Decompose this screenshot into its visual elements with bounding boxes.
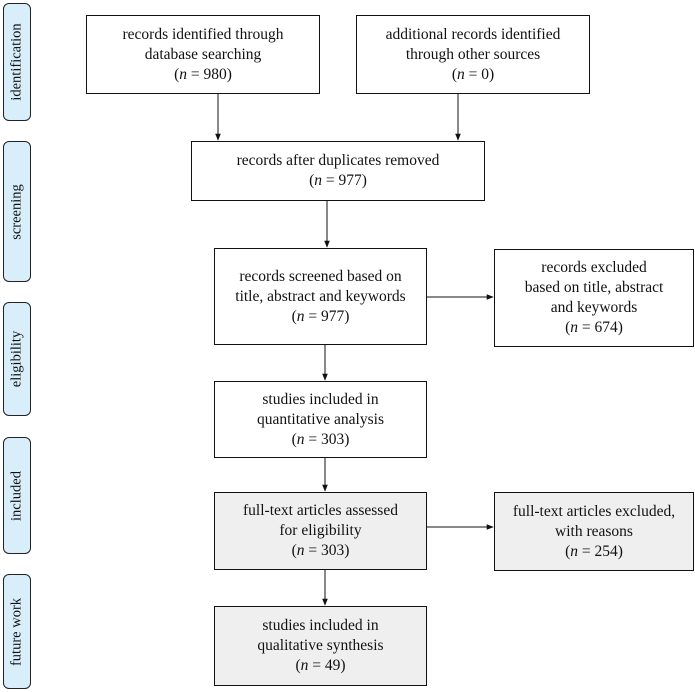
box-text: quantitative analysis — [257, 410, 384, 428]
phase-future-work: future work — [3, 574, 31, 689]
box-text: with reasons — [555, 522, 633, 540]
box-count: (n = 303) — [291, 542, 350, 559]
box-text: records identified through — [122, 25, 284, 43]
box-text: database searching — [144, 45, 262, 63]
phase-screening: screening — [3, 141, 31, 282]
box-text: studies included in — [262, 617, 379, 634]
box-text: studies included in — [262, 390, 379, 408]
box-count: (n = 980) — [174, 65, 232, 83]
box-text: based on title, abstract — [524, 279, 664, 296]
box-text: additional records identified — [385, 25, 561, 43]
box-count: (n = 977) — [291, 307, 350, 325]
box-count: (n = 674) — [565, 319, 623, 336]
box-records-excluded: records excluded based on title, abstrac… — [494, 249, 694, 347]
box-count: (n = 303) — [291, 430, 350, 448]
box-text: and keywords — [550, 299, 638, 316]
box-other-sources: additional records identified through ot… — [356, 15, 590, 94]
phase-eligibility: eligibility — [3, 302, 31, 416]
box-quantitative-analysis: studies included in quantitative analysi… — [214, 381, 427, 458]
box-qualitative-synthesis: studies included in qualitative synthesi… — [214, 606, 427, 686]
box-count: (n = 0) — [451, 65, 495, 83]
box-fulltext-assessed: full-text articles assessed for eligibil… — [214, 492, 427, 570]
box-text: through other sources — [405, 45, 541, 63]
box-count: (n = 254) — [565, 542, 623, 560]
box-records-screened: records screened based on title, abstrac… — [214, 248, 427, 345]
box-database-records: records identified through database sear… — [86, 15, 320, 94]
box-text: for eligibility — [279, 522, 362, 539]
box-count: (n = 977) — [309, 172, 367, 189]
box-text: title, abstract and keywords — [235, 287, 406, 305]
box-text: qualitative synthesis — [257, 637, 384, 654]
box-text: full-text articles assessed — [243, 502, 398, 519]
box-text: records screened based on — [239, 267, 402, 285]
box-duplicates-removed: records after duplicates removed (n = 97… — [191, 141, 485, 201]
box-text: records excluded — [541, 259, 647, 276]
box-fulltext-excluded: full-text articles excluded, with reason… — [494, 492, 694, 571]
box-text: full-text articles excluded, — [512, 502, 676, 520]
phase-identification: identification — [3, 3, 31, 121]
box-text: records after duplicates removed — [236, 152, 440, 169]
box-count: (n = 49) — [295, 657, 346, 674]
phase-included: included — [3, 437, 31, 554]
